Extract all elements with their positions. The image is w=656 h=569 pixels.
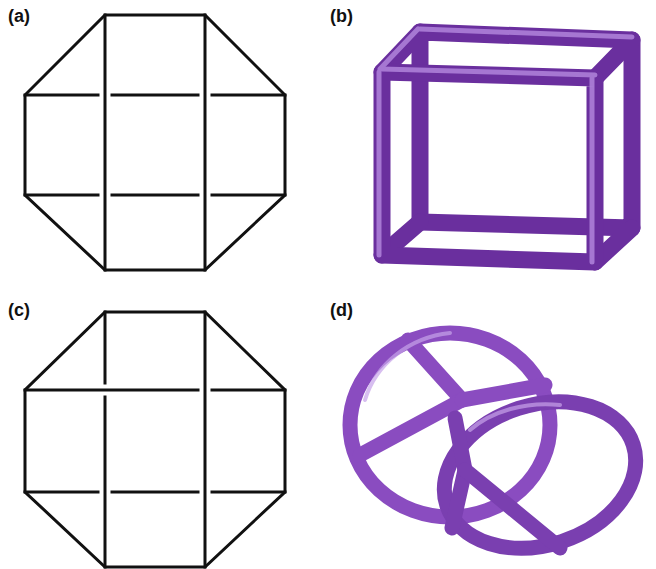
graph-drawing-a [25, 15, 285, 270]
panel-label: (c) [6, 300, 32, 320]
panel-label: (d) [328, 300, 355, 320]
panel-label: (a) [6, 6, 32, 26]
linked-rings-model [350, 333, 655, 569]
panel-label: (b) [328, 6, 355, 26]
graph-drawing-c [25, 312, 285, 567]
cube-model [379, 29, 632, 262]
